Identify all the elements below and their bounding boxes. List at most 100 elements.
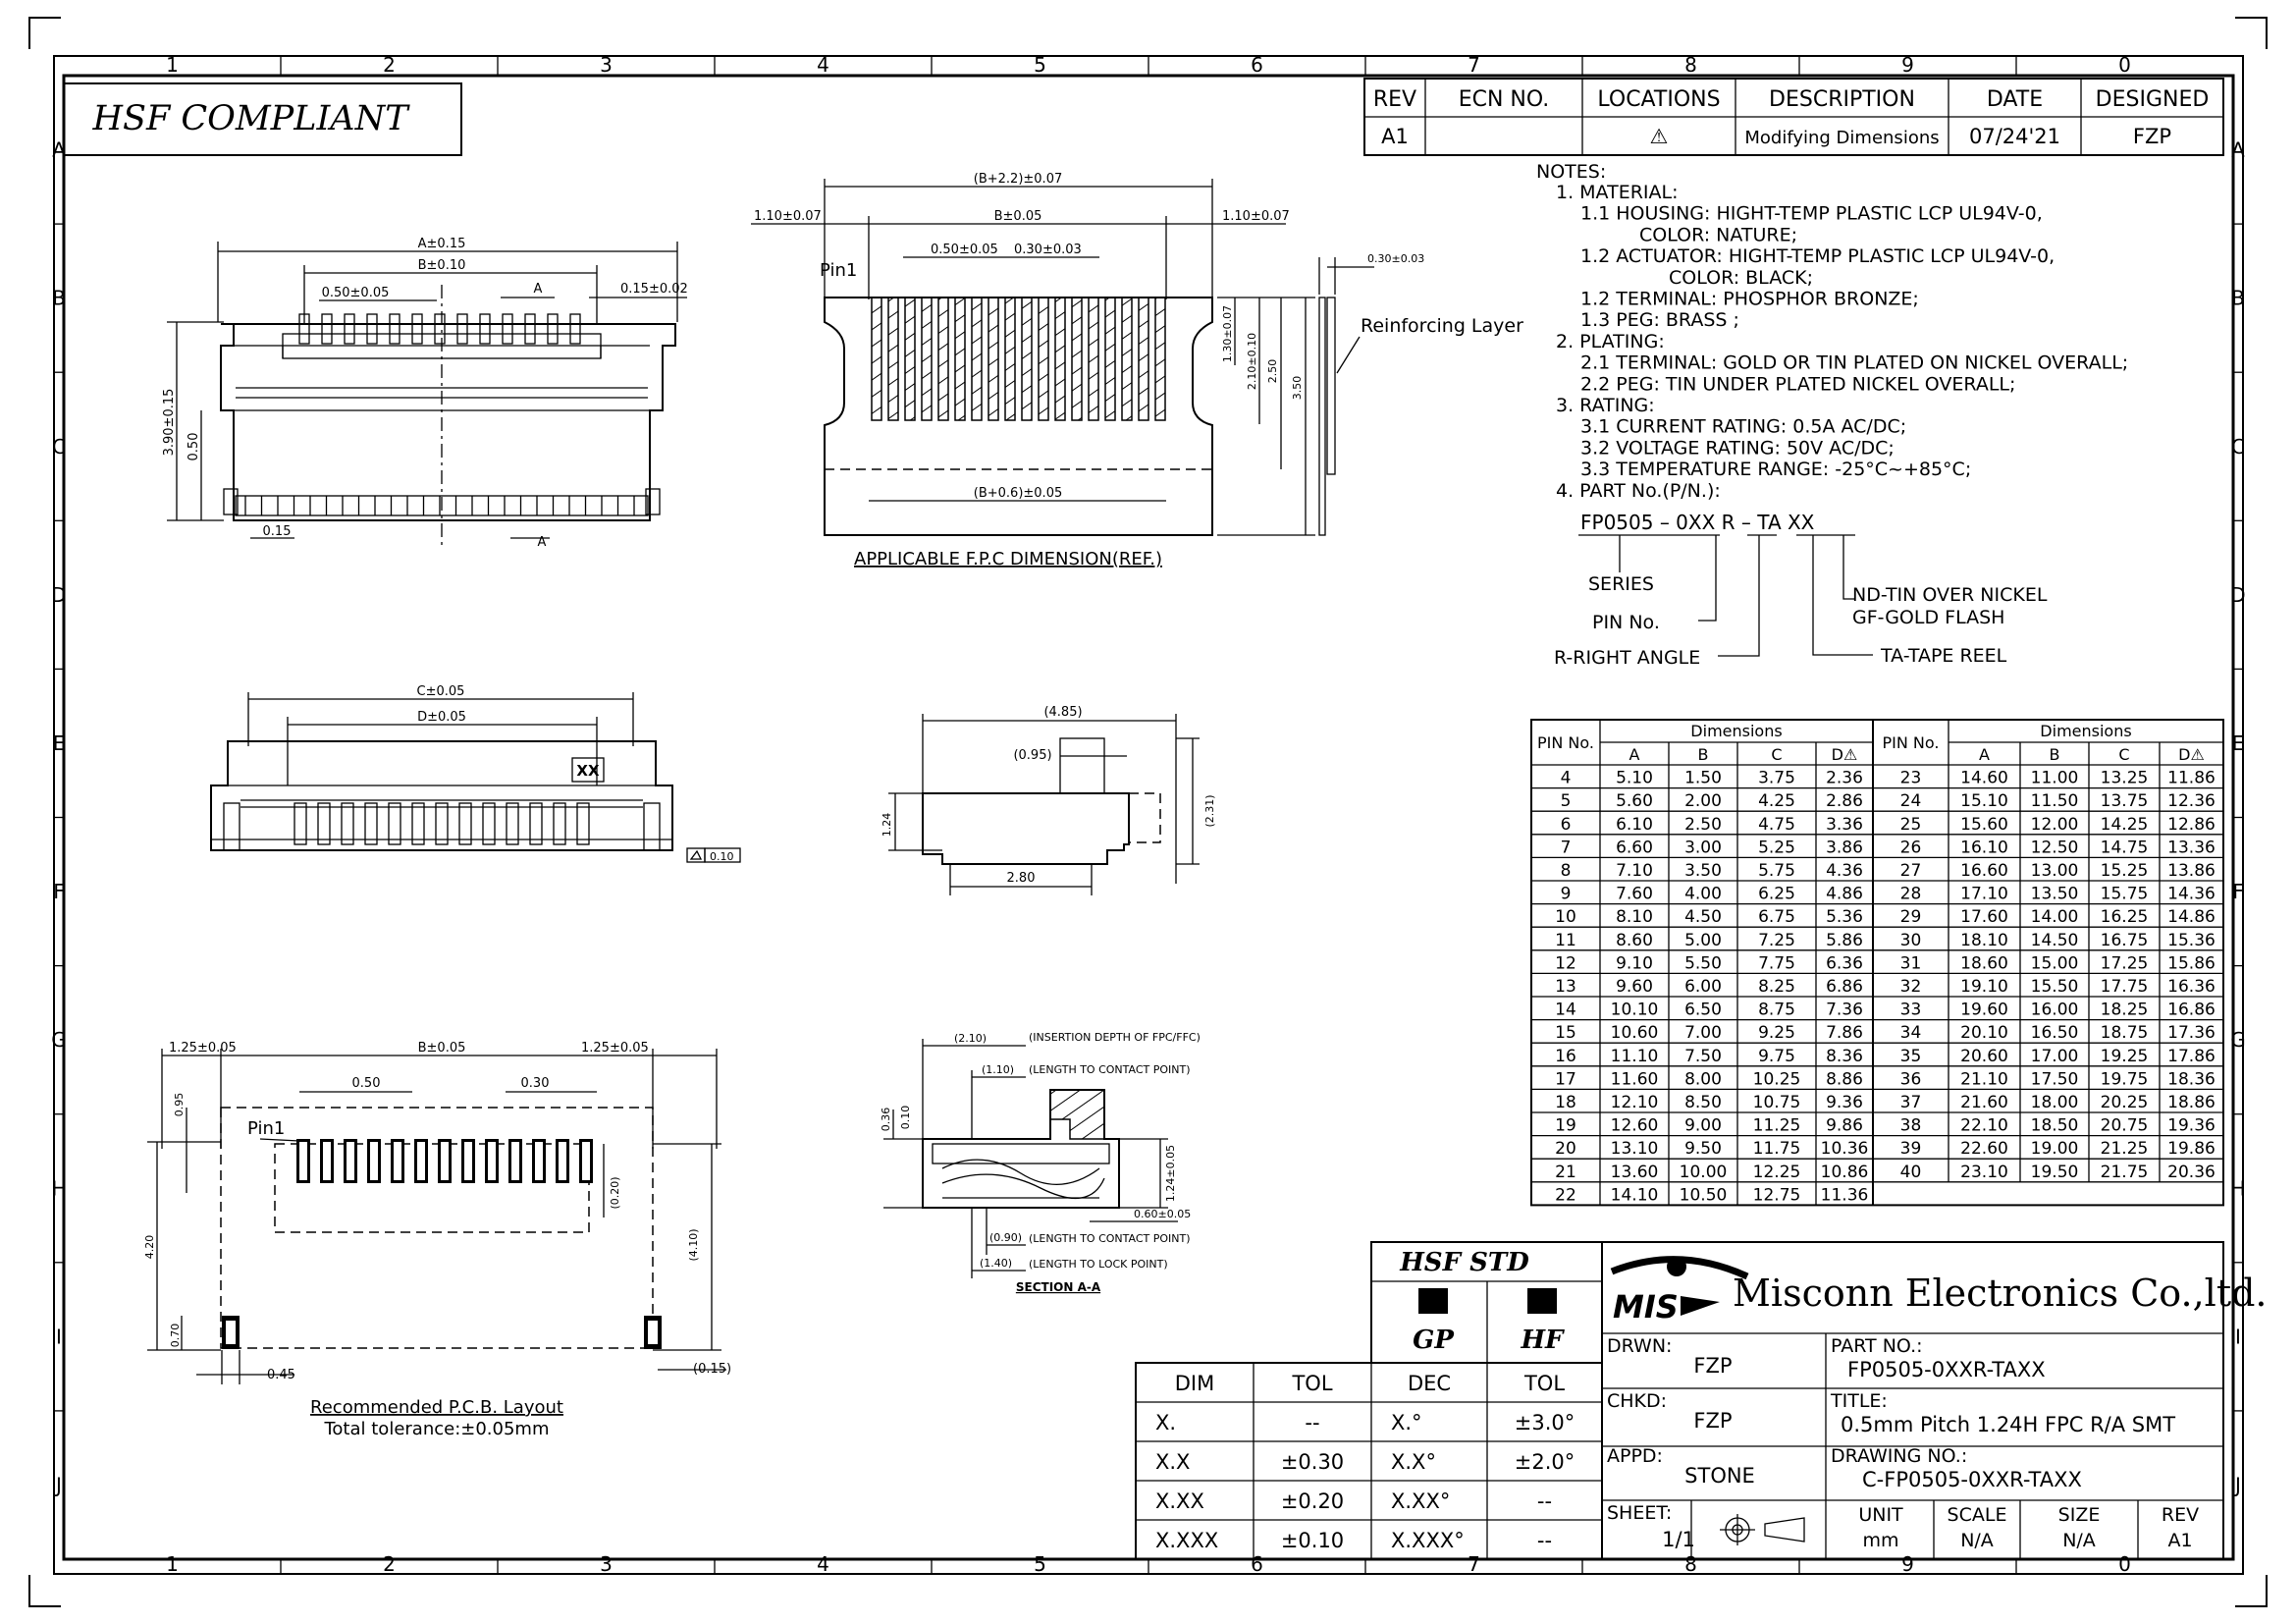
fpc-dim-130: 1.30±0.07 (1221, 305, 1234, 362)
table-cell: 15.60 (1960, 815, 2008, 835)
fpc-contact (1021, 297, 1033, 421)
front-pin (411, 802, 425, 845)
table-cell: 20.75 (2101, 1116, 2149, 1136)
table-header-dims: Dimensions (2040, 722, 2131, 740)
table-cell: 12.10 (1611, 1093, 1659, 1112)
table-cell: 15.50 (2031, 977, 2079, 997)
table-cell: 6 (1561, 815, 1572, 835)
zone-col-label: 0 (2118, 1552, 2131, 1576)
fpc-contact (1154, 297, 1166, 421)
notes-line: 3. RATING: (1556, 395, 1655, 416)
table-cell: 8.50 (1684, 1093, 1722, 1112)
terminal-pin (456, 313, 468, 345)
table-cell: 9.50 (1684, 1139, 1722, 1159)
pcb-layout: 1.25±0.05 B±0.05 1.25±0.05 0.50 0.30 0.9… (143, 1041, 731, 1439)
gp-label: GP (1413, 1326, 1455, 1355)
hsf-std-title: HSF STD (1399, 1248, 1529, 1277)
table-cell: 7.50 (1684, 1047, 1722, 1066)
table-cell: 18.75 (2101, 1023, 2149, 1043)
zone-col-label: 3 (600, 1552, 613, 1576)
appd-label: APPD: (1607, 1445, 1663, 1467)
pn-series: SERIES (1588, 573, 1654, 595)
table-cell: 11.10 (1611, 1047, 1659, 1066)
table-cell: 23.10 (1960, 1163, 2008, 1182)
part-number-legend: FP0505 – 0XX R – TA XX SERIES PIN No. R-… (1554, 511, 2048, 669)
unit-label: UNIT (1858, 1504, 1903, 1526)
top-view: A±0.15 B±0.10 0.50±0.05 A 0.15±0.02 3.90… (162, 237, 688, 550)
table-cell: 19.60 (1960, 1001, 2008, 1020)
table-header-pin: PIN No. (1537, 733, 1594, 752)
title-block: MIS Misconn Electronics Co.,ltd. DRWN: F… (1601, 1241, 2268, 1560)
table-cell: 5.00 (1684, 931, 1722, 950)
table-cell: 8.75 (1758, 1001, 1795, 1020)
front-pin (506, 802, 519, 845)
table-cell: 27 (1900, 861, 1922, 881)
table-cell: 11 (1555, 931, 1576, 950)
table-cell: 14.75 (2101, 838, 2149, 857)
table-header-col: A (1629, 745, 1640, 764)
table-cell: 6.86 (1826, 977, 1863, 997)
table-cell: 10.00 (1680, 1163, 1728, 1182)
fpc-contact (904, 297, 916, 421)
front-pin (341, 802, 354, 845)
table-cell: 20.10 (1960, 1023, 2008, 1043)
sec-dim-010: 0.10 (899, 1106, 912, 1130)
notes-line: 1.1 HOUSING: HIGHT-TEMP PLASTIC LCP UL94… (1580, 203, 2043, 225)
table-cell: 15.86 (2167, 953, 2216, 973)
table-cell: 37 (1900, 1093, 1922, 1112)
table-cell: 17.60 (1960, 907, 2008, 927)
table-cell: 18.10 (1960, 931, 2008, 950)
table-cell: 13.86 (2167, 861, 2216, 881)
table-cell: 3.50 (1684, 861, 1722, 881)
pcb-title: Recommended P.C.B. Layout (310, 1397, 563, 1418)
zone-col-label: 8 (1684, 53, 1697, 77)
table-cell: 19.50 (2031, 1163, 2079, 1182)
table-cell: 7 (1561, 838, 1572, 857)
zone-col-label: 7 (1468, 53, 1480, 77)
zone-col-label: 2 (383, 1552, 396, 1576)
table-cell: 9.86 (1826, 1116, 1863, 1136)
table-cell: 11.75 (1753, 1139, 1801, 1159)
table-cell: 9.00 (1684, 1116, 1722, 1136)
table-cell: 5.86 (1826, 931, 1863, 950)
table-cell: 9.25 (1758, 1023, 1795, 1043)
table-cell: 12.00 (2031, 815, 2079, 835)
dim-b: B±0.10 (418, 258, 466, 273)
sheet-label: SHEET: (1607, 1502, 1672, 1524)
table-cell: 4.00 (1684, 885, 1722, 904)
table-cell: 7.75 (1758, 953, 1795, 973)
fpc-dim-b22: (B+2.2)±0.07 (974, 172, 1062, 187)
table-cell: 6.60 (1616, 838, 1653, 857)
table-cell: 21.10 (1960, 1069, 2008, 1089)
table-cell: 14.10 (1611, 1185, 1659, 1205)
section-view: (2.10) (INSERTION DEPTH OF FPC/FFC) (1.1… (880, 1031, 1201, 1294)
table-cell: 13.00 (2031, 861, 2079, 881)
front-pin (294, 802, 307, 845)
tol-cell: ±0.10 (1281, 1529, 1344, 1552)
table-cell: 18.50 (2031, 1116, 2079, 1136)
company-name: Misconn Electronics Co.,ltd. (1733, 1272, 2268, 1315)
table-cell: 12.60 (1611, 1116, 1659, 1136)
table-cell: 18.86 (2167, 1093, 2216, 1112)
pn-plating-2: GF-GOLD FLASH (1852, 607, 2004, 628)
fpc-dim-110-left: 1.10±0.07 (754, 209, 822, 224)
side-dim-231: (2.31) (1203, 794, 1216, 827)
dim-015-002: 0.15±0.02 (620, 282, 688, 297)
table-cell: 7.00 (1684, 1023, 1722, 1043)
terminal-pin (298, 313, 310, 345)
table-cell: 6.00 (1684, 977, 1722, 997)
table-cell: 4.25 (1758, 791, 1795, 811)
tol-cell: -- (1537, 1489, 1552, 1513)
table-cell: 21.75 (2101, 1163, 2149, 1182)
zone-col-label: 5 (1034, 1552, 1046, 1576)
pn-plating-1: ND-TIN OVER NICKEL (1852, 584, 2048, 606)
sec-note-contact-2: (LENGTH TO CONTACT POINT) (1029, 1232, 1191, 1245)
sec-note-contact-1: (LENGTH TO CONTACT POINT) (1029, 1063, 1191, 1076)
table-cell: 17.75 (2101, 977, 2149, 997)
table-cell: 16.86 (2167, 1001, 2216, 1020)
table-cell: 19.86 (2167, 1139, 2216, 1159)
table-cell: 17.00 (2031, 1047, 2079, 1066)
side-dim-280: 2.80 (1007, 871, 1036, 886)
